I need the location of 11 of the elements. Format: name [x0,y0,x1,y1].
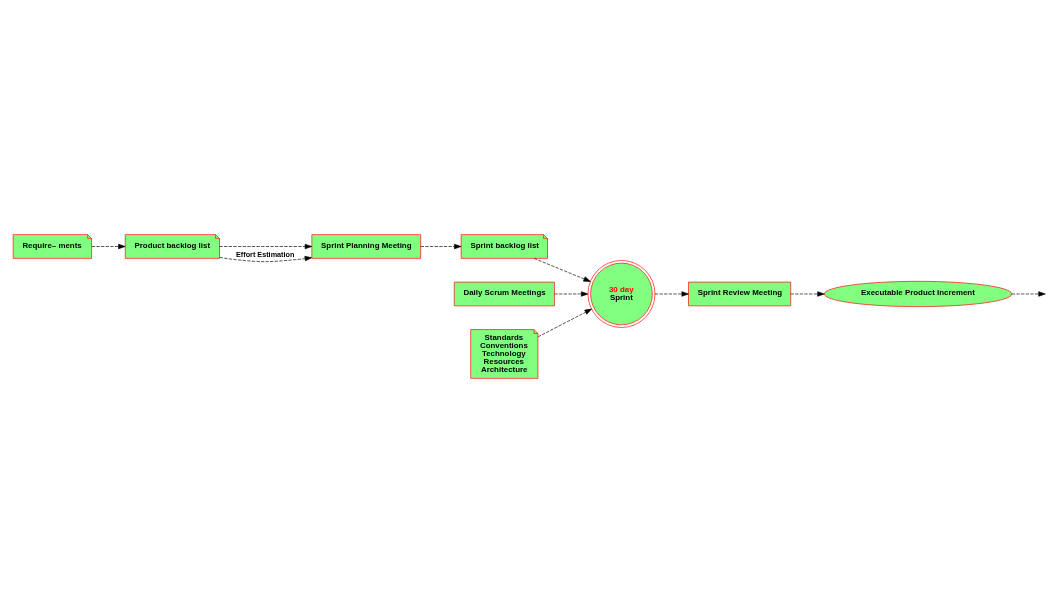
arrow [537,308,592,337]
arrow [219,243,313,249]
arrow [91,243,126,249]
arrow [219,255,312,262]
arrow [554,290,589,297]
arrow [420,243,462,249]
edge-label: Effort Estimation [236,249,295,259]
arrow [533,257,591,282]
arrow [790,290,825,297]
arrow [1011,290,1046,297]
arrow [654,290,689,297]
